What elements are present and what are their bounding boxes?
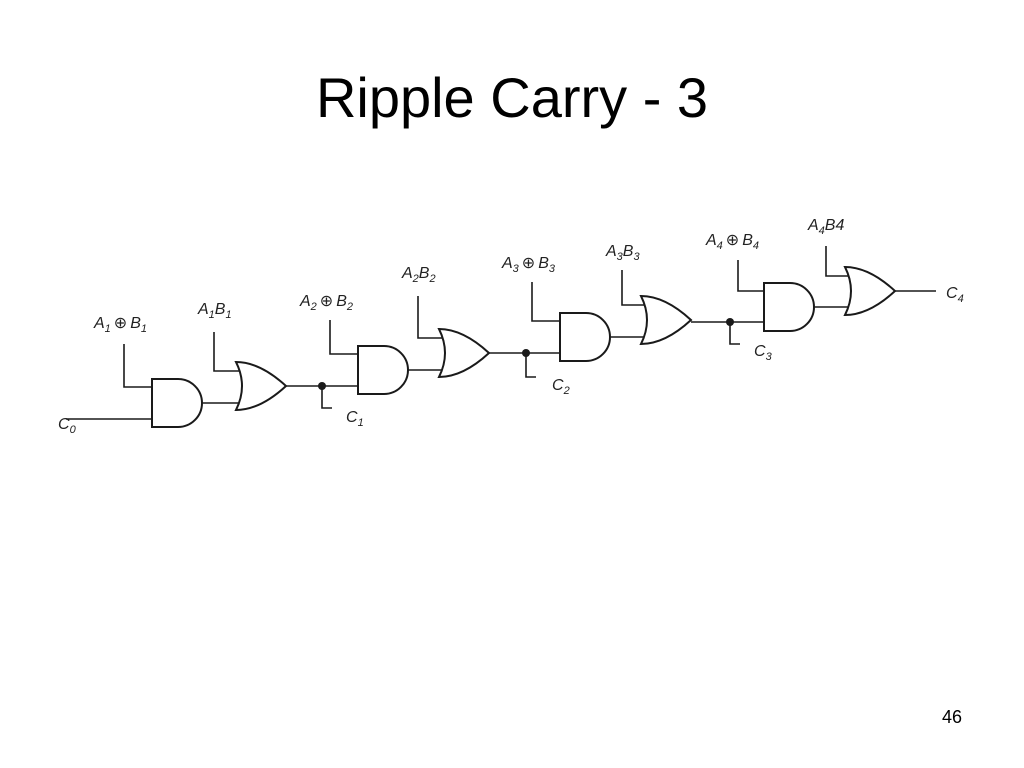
stage-1: A1⊕B1 A1B1 C1 (93, 301, 364, 429)
generate-label-4: A4B4 (807, 217, 844, 237)
carry-label-2: C2 (552, 377, 570, 397)
carry-tap-wire-1 (321, 386, 332, 409)
generate-label-3: A3B3 (605, 243, 640, 263)
and-gate-2 (357, 345, 409, 395)
generate-wire-1 (213, 332, 241, 372)
stage-2: A2⊕B2 A2B2 C2 (299, 265, 570, 397)
stage-3: A3⊕B3 A3B3 C3 (501, 243, 773, 363)
carry-tap-wire-3 (729, 322, 740, 345)
carry-in-label: C0 (58, 416, 77, 436)
generate-label-1: A1B1 (197, 301, 232, 321)
generate-wire-3 (621, 270, 646, 306)
carry-label-3: C3 (754, 343, 773, 363)
generate-label-2: A2B2 (401, 265, 436, 285)
and-gate-3 (559, 312, 611, 362)
generate-wire-2 (417, 296, 444, 339)
or-gate-1 (235, 361, 287, 411)
and-gate-1 (151, 378, 203, 428)
carry-label-4: C4 (946, 285, 964, 305)
generate-wire-4 (825, 246, 850, 277)
slide-title: Ripple Carry - 3 (315, 66, 709, 129)
and-gate-4 (763, 282, 815, 332)
page-number: 46 (941, 707, 962, 727)
or-gate-4 (844, 266, 896, 316)
carry-label-1: C1 (346, 409, 364, 429)
propagate-wire-3 (531, 282, 560, 322)
propagate-wire-2 (329, 320, 358, 355)
propagate-label-3: A3⊕B3 (501, 255, 556, 275)
or-gate-3 (640, 295, 692, 345)
propagate-label-4: A4⊕B4 (705, 232, 759, 252)
or-gate-2 (438, 328, 490, 378)
stage-4: A4⊕B4 A4B4 C4 (705, 217, 964, 332)
propagate-wire-4 (737, 260, 764, 292)
propagate-wire-1 (123, 344, 152, 388)
propagate-label-2: A2⊕B2 (299, 293, 353, 313)
propagate-label-1: A1⊕B1 (93, 315, 147, 335)
carry-tap-wire-2 (525, 353, 536, 378)
